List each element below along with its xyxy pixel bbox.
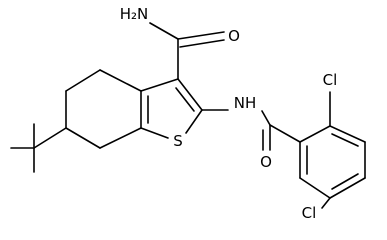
bond-ar2-ar3 [329, 125, 366, 143]
bond-ar4-ar5-double [331, 173, 359, 190]
bond-c2-s [185, 109, 203, 134]
bond-ar2-ar3-double [331, 133, 359, 147]
bond-carbonyl-o [177, 31, 225, 40]
bond-nh-carbonyl [261, 110, 271, 126]
bond-c3-c2-double [175, 87, 195, 112]
atom-label-nh: NH [234, 94, 257, 112]
bond-benzoyl-ring [269, 124, 301, 143]
bonds [10, 22, 366, 209]
bond-ar5-ar6 [299, 177, 331, 199]
atom-label-nh2: H₂N [120, 5, 149, 23]
bond-c4-c3a [99, 69, 142, 92]
bond-carbonyl-nh2 [149, 22, 179, 40]
bond-s-c7a [140, 127, 169, 139]
bond-c7-c7a [99, 127, 142, 149]
atom-label-chlorine-bottom: Cl [302, 204, 317, 222]
bond-tbu-quaternary [33, 127, 67, 149]
bond-ar5-cl [321, 197, 331, 209]
bond-c5-c4 [65, 69, 101, 92]
atom-label-benzamide-oxygen: O [260, 153, 272, 171]
bond-ar1-ar2 [299, 125, 331, 143]
bond-c3a-c3 [140, 78, 179, 92]
atom-label-chlorine-top: Cl [323, 71, 338, 89]
molecule-structure: H₂N O NH S Cl O Cl [10, 5, 366, 222]
bond-c6-c7 [65, 127, 101, 149]
bond-ar4-ar5 [329, 177, 366, 199]
bond-carbonyl-o-double [179, 39, 225, 48]
atom-label-amide-oxygen: O [228, 27, 240, 45]
atom-label-sulfur: S [173, 132, 183, 150]
bond-c3-c2 [177, 78, 203, 111]
atom-labels: H₂N O NH S Cl O Cl [120, 5, 338, 222]
